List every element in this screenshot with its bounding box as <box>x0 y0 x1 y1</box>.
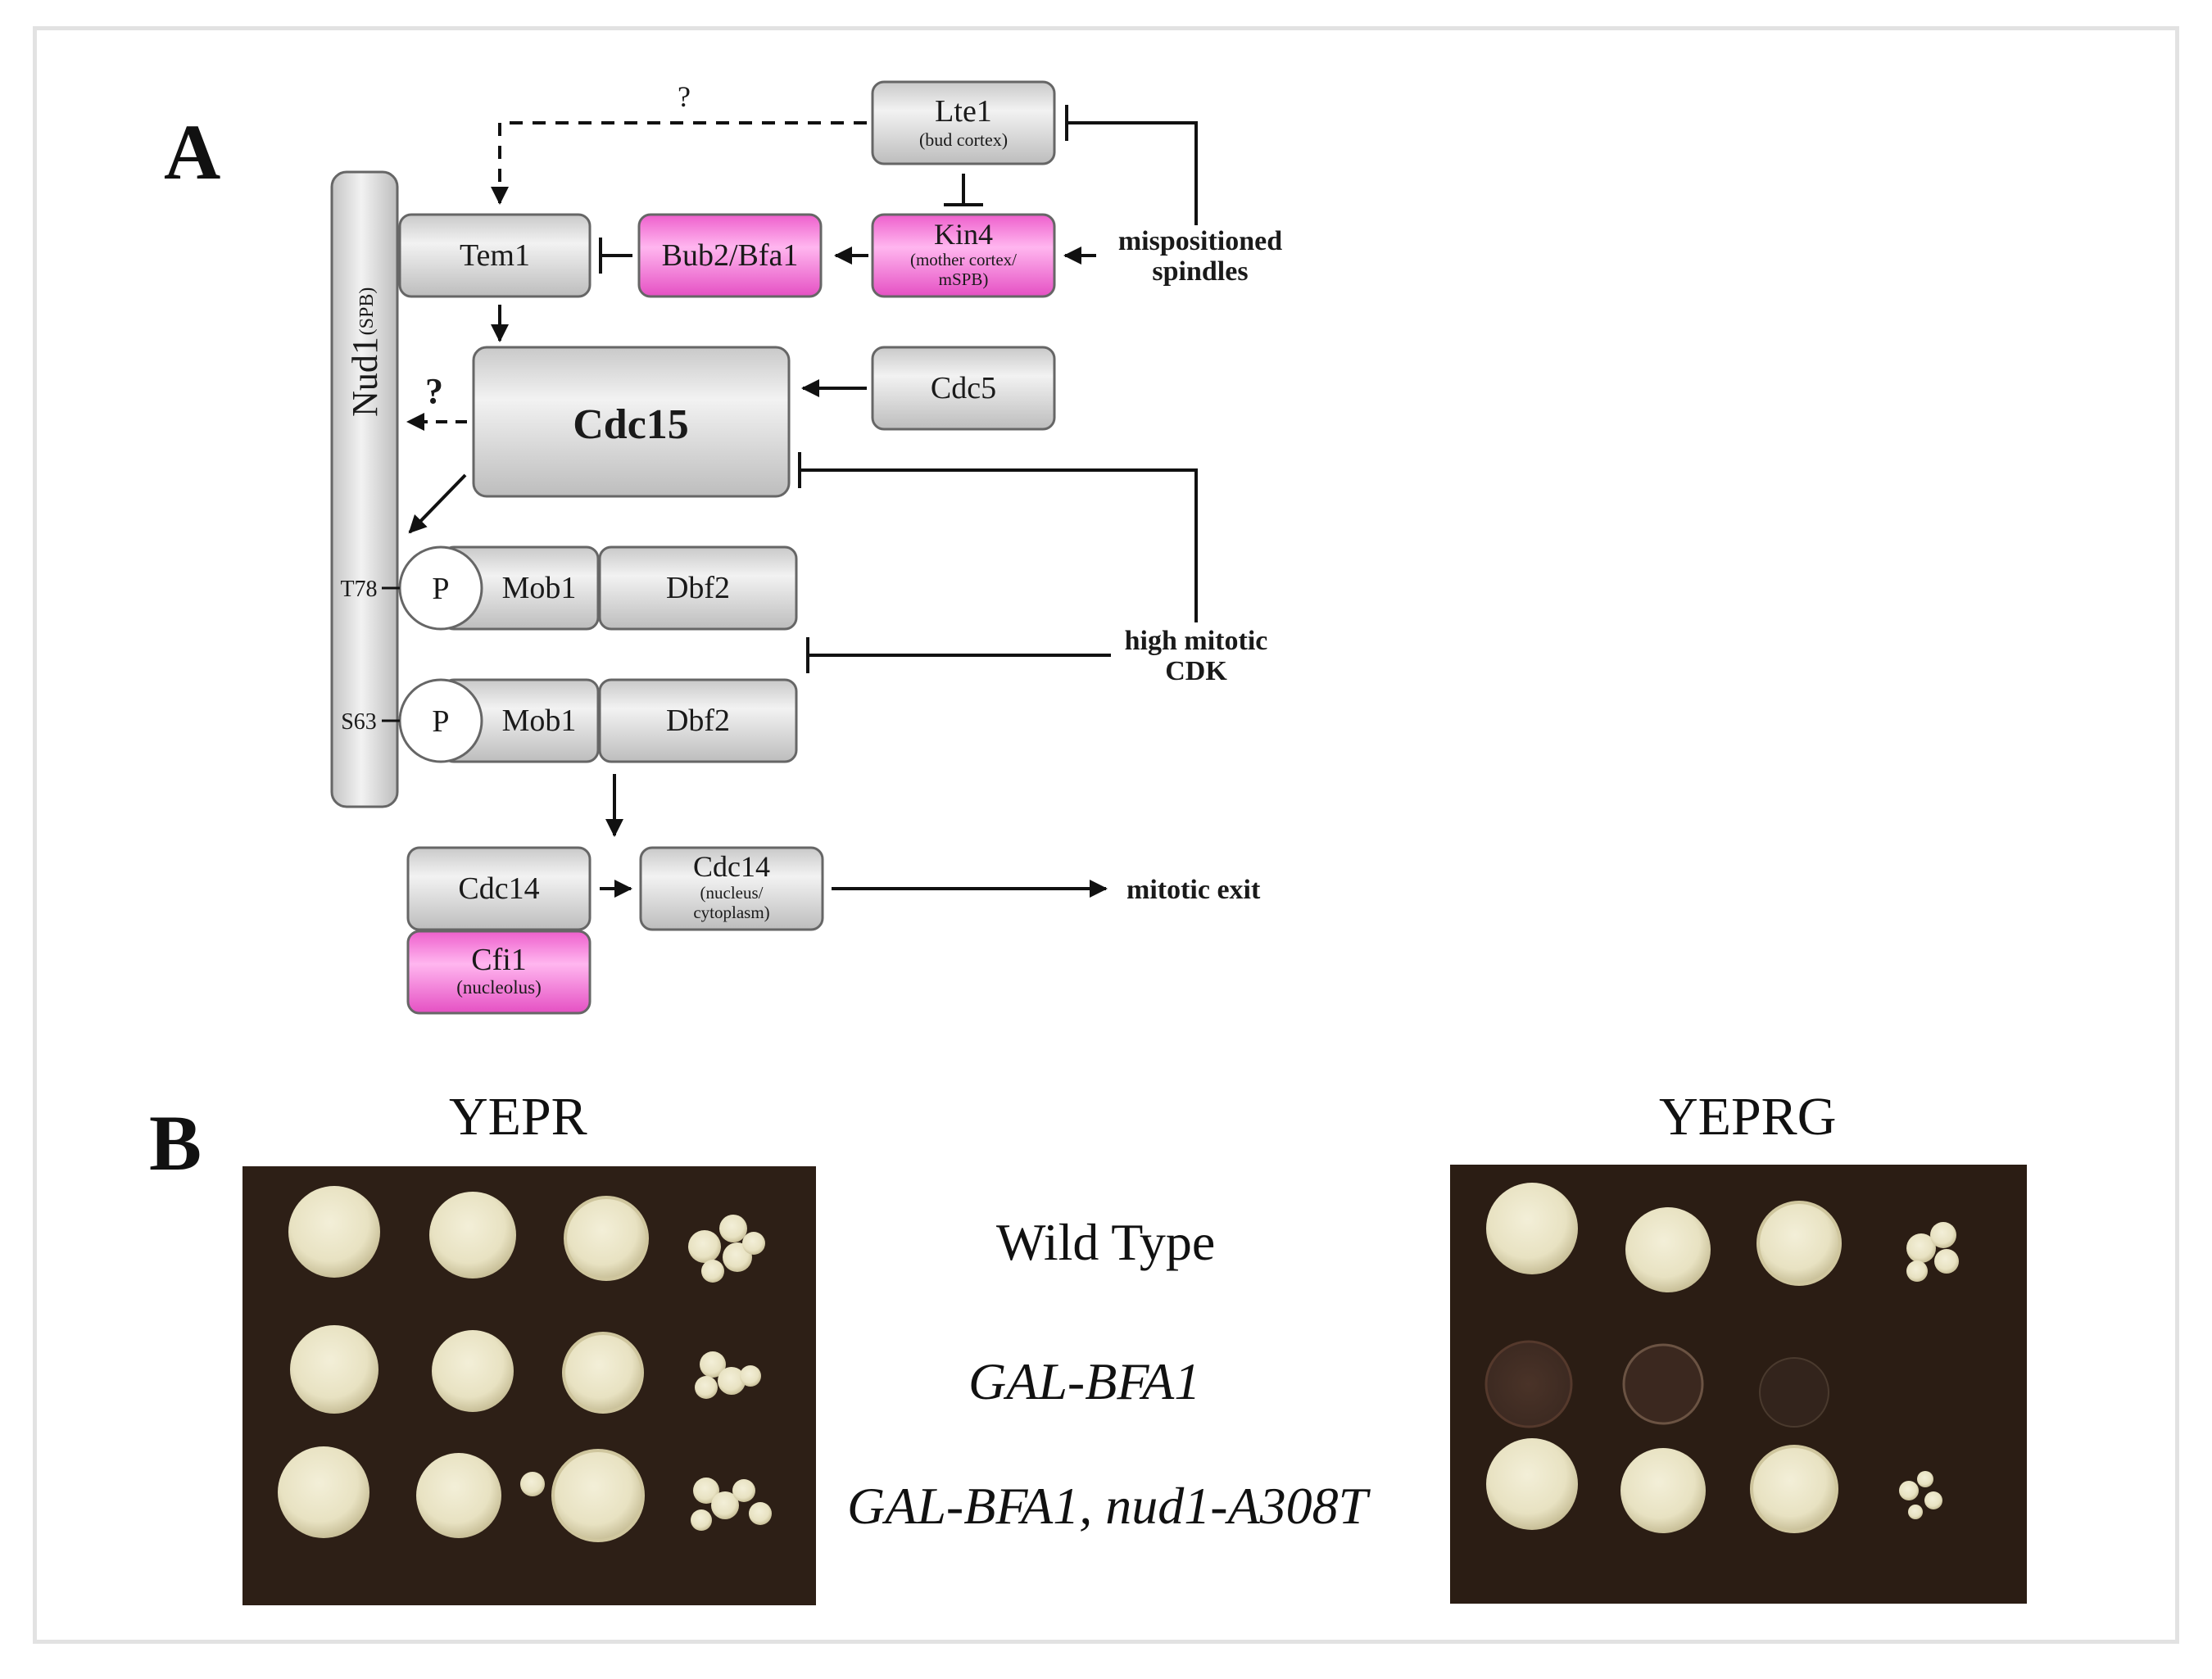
lte1-label: Lte1 <box>935 94 992 129</box>
cdc5-node: Cdc5 <box>871 346 1056 431</box>
nud1-sub: (SPB) <box>356 287 378 336</box>
mob1-bottom-label: Mob1 <box>502 704 577 738</box>
cdc14-free-label: Cdc14 <box>693 850 770 883</box>
s63-site-label: S63 <box>341 709 377 735</box>
t78-site-label: T78 <box>340 577 377 602</box>
cdc14-cfi1-node: Cdc14 Cfi1 (nucleolus) <box>406 846 592 1015</box>
mispositioned-line2: spindles <box>1152 256 1248 287</box>
question-nud1-label: ? <box>425 371 443 411</box>
panel-a-letter: A <box>164 108 221 196</box>
mob1-dbf2-top: Mob1 P Dbf2 T78 <box>340 545 798 631</box>
edge-lte1-tem1 <box>491 121 867 205</box>
cfi1-label: Cfi1 <box>471 943 527 977</box>
strain-gal-bfa1: GAL-BFA1 <box>968 1352 1201 1410</box>
cdc15-label: Cdc15 <box>573 401 689 448</box>
dbf2-bottom-label: Dbf2 <box>666 704 730 738</box>
tem1-label: Tem1 <box>460 238 530 273</box>
plate-yepr <box>243 1166 816 1605</box>
pathway-edges <box>406 105 1198 898</box>
phospho-top-label: P <box>432 572 449 606</box>
dbf2-top-label: Dbf2 <box>666 571 730 605</box>
kin4-sub1: (mother cortex/ <box>910 250 1017 269</box>
phospho-bottom-label: P <box>432 704 449 739</box>
high-cdk-line1: high mitotic <box>1125 626 1268 656</box>
kin4-sub2: mSPB) <box>939 269 989 289</box>
mob1-top-label: Mob1 <box>502 571 577 605</box>
strain-wild-type: Wild Type <box>996 1213 1216 1271</box>
yeprg-label: YEPRG <box>1659 1087 1837 1147</box>
plate-yeprg <box>1450 1165 2027 1604</box>
cdc14-free-sub2: cytoplasm) <box>693 903 769 922</box>
cdc5-label: Cdc5 <box>931 371 996 405</box>
lte1-sub: (bud cortex) <box>919 129 1008 150</box>
edge-cdk-cdc15 <box>801 468 1198 622</box>
high-cdk-line2: CDK <box>1165 656 1227 686</box>
nud1-bar: Nud1 (SPB) <box>330 170 399 808</box>
mitotic-exit-label: mitotic exit <box>1126 875 1261 905</box>
cdc14-free-node: Cdc14 (nucleus/ cytoplasm) <box>639 846 824 931</box>
nud1-label: Nud1 <box>345 337 385 417</box>
bub2-bfa1-label: Bub2/Bfa1 <box>662 238 799 273</box>
tem1-node: Tem1 <box>398 213 592 298</box>
bub2-bfa1-node: Bub2/Bfa1 <box>637 213 823 298</box>
edge-cdc15-mob1 <box>408 473 467 534</box>
question-top-label: ? <box>678 80 691 113</box>
cdc14-free-sub1: (nucleus/ <box>700 883 764 903</box>
kin4-label: Kin4 <box>934 218 993 251</box>
cfi1-sub: (nucleolus) <box>456 977 541 998</box>
strain-gal-bfa1-nud1: GAL-BFA1, nud1-A308T <box>847 1477 1368 1535</box>
yepr-label: YEPR <box>449 1087 587 1147</box>
figure-frame <box>33 26 2179 1644</box>
lte1-node: Lte1 (bud cortex) <box>871 80 1056 165</box>
edge-spindles-lte1 <box>1067 121 1198 225</box>
mispositioned-line1: mispositioned <box>1118 226 1282 256</box>
cdc14-label: Cdc14 <box>458 871 539 906</box>
kin4-node: Kin4 (mother cortex/ mSPB) <box>871 213 1056 298</box>
mob1-dbf2-bottom: Mob1 P Dbf2 S63 <box>341 678 798 763</box>
cdc15-node: Cdc15 <box>472 346 791 498</box>
panel-b-letter: B <box>149 1099 202 1187</box>
